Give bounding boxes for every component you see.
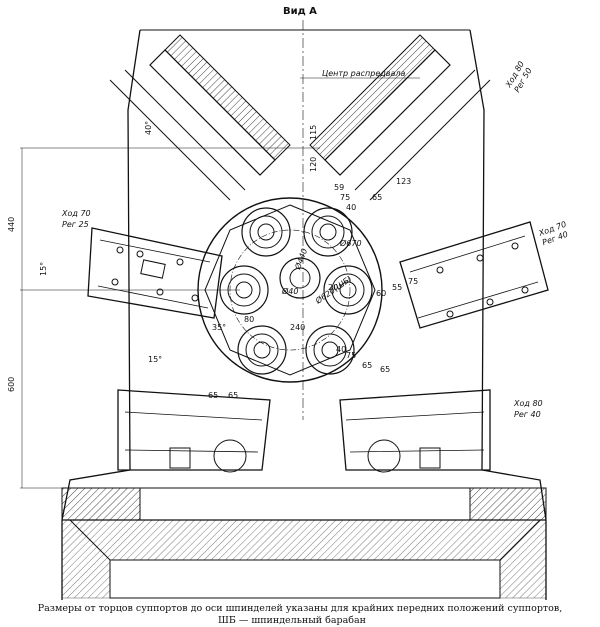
stroke-80-bottom-right: Ход 80 xyxy=(513,399,543,408)
view-title: Вид А xyxy=(283,6,317,17)
dim-75-top: 75 xyxy=(340,193,350,202)
right-slide xyxy=(399,221,549,329)
dim-60: 60 xyxy=(376,289,386,298)
dim-55: 55 xyxy=(392,283,402,292)
dim-65-top: 65 xyxy=(372,193,382,202)
dim-35deg: 35° xyxy=(212,323,226,332)
caption-line-2: ШБ — шпиндельный барабан xyxy=(218,615,366,626)
dim-20deg: 20° xyxy=(328,283,342,292)
lower-right-slide xyxy=(339,389,491,473)
reference-lines xyxy=(20,20,420,489)
spindles xyxy=(219,207,373,375)
stroke-70-left: Ход 70 xyxy=(61,209,91,218)
base-section xyxy=(61,487,547,599)
dim-65-bottom-1: 65 xyxy=(362,361,372,370)
upper-left-slide xyxy=(109,34,291,201)
lower-left-slide xyxy=(117,389,271,473)
dim-dia-40: Ø40 xyxy=(281,286,298,296)
dim-123: 123 xyxy=(396,177,411,186)
cam-center-label: Центр распредвала xyxy=(322,69,406,78)
spindle-bottom-right xyxy=(305,325,355,375)
dim-40-top: 40 xyxy=(346,203,356,212)
dim-40-bottom: 40 xyxy=(336,345,346,354)
dim-65-bottom-2: 65 xyxy=(380,365,390,374)
upper-right-slide xyxy=(309,34,491,201)
dim-115: 115 xyxy=(309,125,318,140)
dimensions: 40° 115 120 440 600 15° 15° 59 75 40 65 … xyxy=(7,121,418,400)
reg-25-left: Рег 25 xyxy=(62,220,89,229)
spindle-center xyxy=(279,257,321,299)
dim-15deg-left: 15° xyxy=(39,262,48,276)
dim-75-bottom: 75 xyxy=(346,351,356,360)
spindle-mid-left xyxy=(219,265,269,315)
dim-40deg: 40° xyxy=(144,121,153,135)
dim-440: 440 xyxy=(7,217,16,232)
dim-75-right: 75 xyxy=(408,277,418,286)
spindle-bottom-left xyxy=(237,325,287,375)
left-slide xyxy=(87,227,223,319)
dim-15deg-bottom: 15° xyxy=(148,355,162,364)
labels: Центр распредвала Ход 80 Рег 50 Ход 70 Р… xyxy=(61,60,569,419)
spindle-drum xyxy=(197,197,383,383)
dim-240: 240 xyxy=(290,323,305,332)
dim-65-bottom-left-2: 65 xyxy=(228,391,238,400)
dim-65-bottom-left-1: 65 xyxy=(208,391,218,400)
spindle-mid-right xyxy=(323,265,373,315)
spindle-top-right xyxy=(303,207,353,257)
dim-600: 600 xyxy=(7,377,16,392)
spindle-top-left xyxy=(241,207,291,257)
dim-dia-670: Ø670 xyxy=(339,238,362,248)
dim-120: 120 xyxy=(309,157,318,172)
reg-40-bottom-right: Рег 40 xyxy=(514,410,541,419)
dim-80: 80 xyxy=(244,315,254,324)
caption-line-1: Размеры от торцов суппортов до оси шпинд… xyxy=(37,603,563,614)
dim-59: 59 xyxy=(334,183,344,192)
